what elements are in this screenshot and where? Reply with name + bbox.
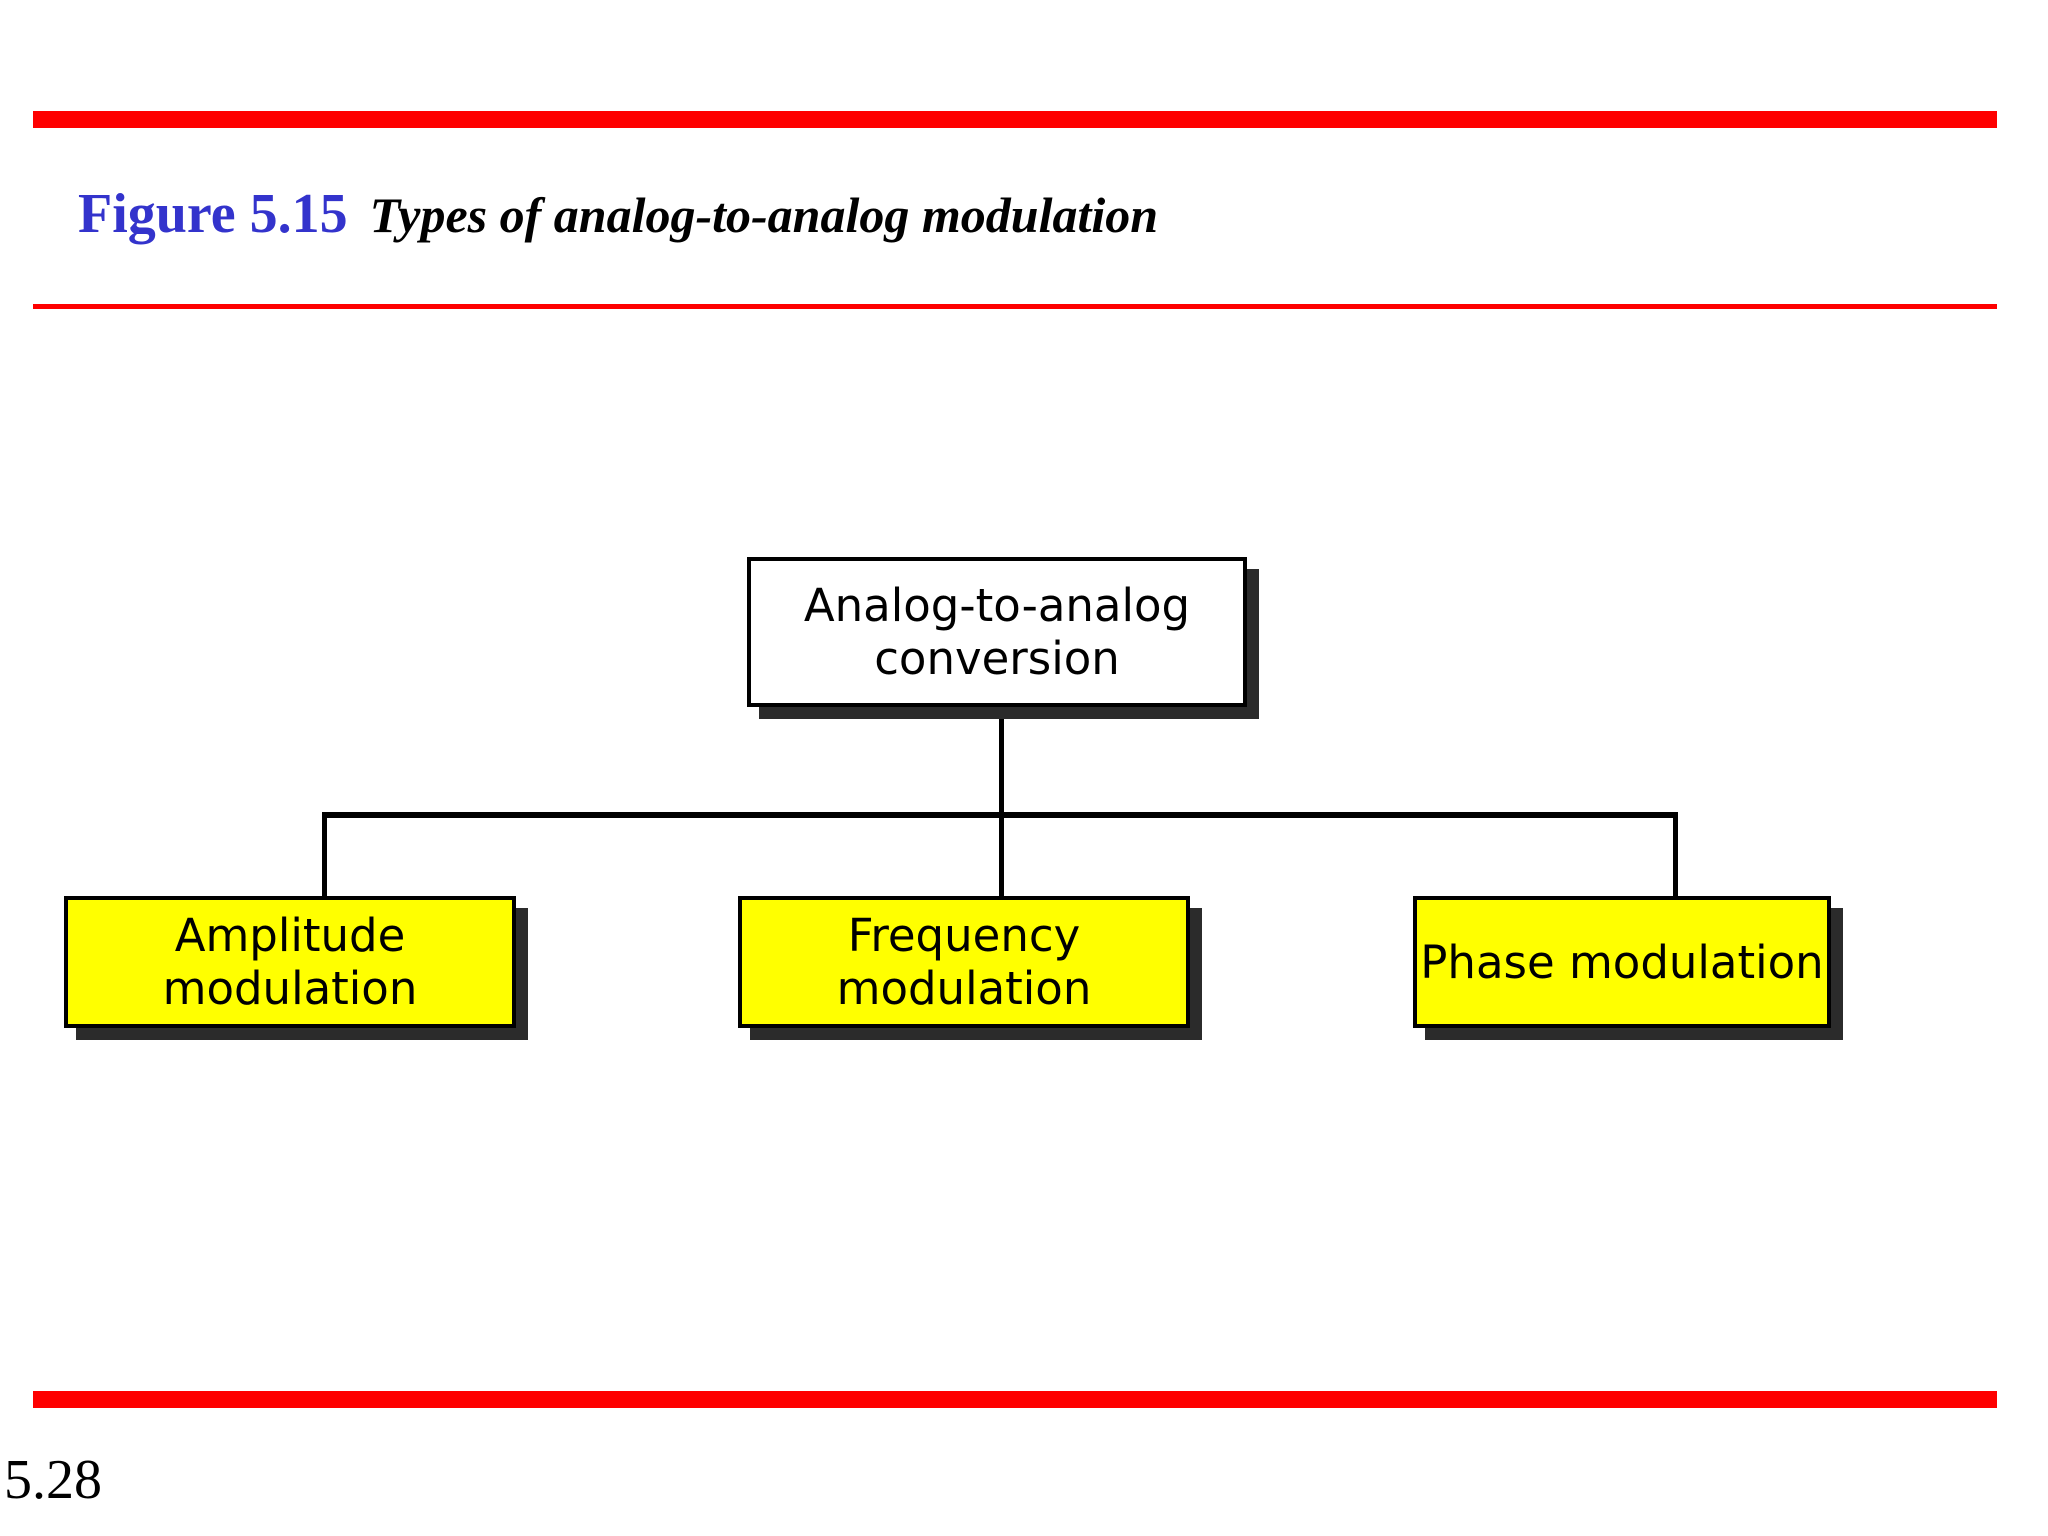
- node-amplitude-modulation: Amplitude modulation: [64, 896, 516, 1028]
- top-red-rule: [33, 111, 1997, 128]
- node-frequency-label: Frequency modulation: [836, 909, 1092, 1015]
- title-underline-rule: [33, 304, 1997, 309]
- node-phase-modulation: Phase modulation: [1413, 896, 1831, 1028]
- node-frequency-modulation: Frequency modulation: [738, 896, 1190, 1028]
- bottom-red-rule: [33, 1391, 1997, 1408]
- node-phase-label: Phase modulation: [1420, 935, 1824, 989]
- figure-number-label: Figure 5.15: [78, 183, 348, 245]
- figure-caption-text: Types of analog-to-analog modulation: [369, 187, 1159, 243]
- connector-drop-phase: [1673, 812, 1678, 900]
- connector-root-stem: [999, 714, 1004, 819]
- connector-drop-frequency: [999, 812, 1004, 900]
- connector-drop-amplitude: [322, 812, 327, 900]
- node-amplitude-label: Amplitude modulation: [162, 909, 418, 1015]
- node-root-label-line1: Analog-to-analog: [803, 578, 1191, 632]
- node-root-label: Analog-to-analog conversion: [804, 579, 1190, 685]
- page-title: Figure 5.15 Types of analog-to-analog mod…: [78, 186, 1158, 242]
- node-root-label-line2: conversion: [874, 632, 1120, 685]
- slide-page-number: 5.28: [4, 1449, 102, 1511]
- node-analog-to-analog-conversion: Analog-to-analog conversion: [747, 557, 1247, 707]
